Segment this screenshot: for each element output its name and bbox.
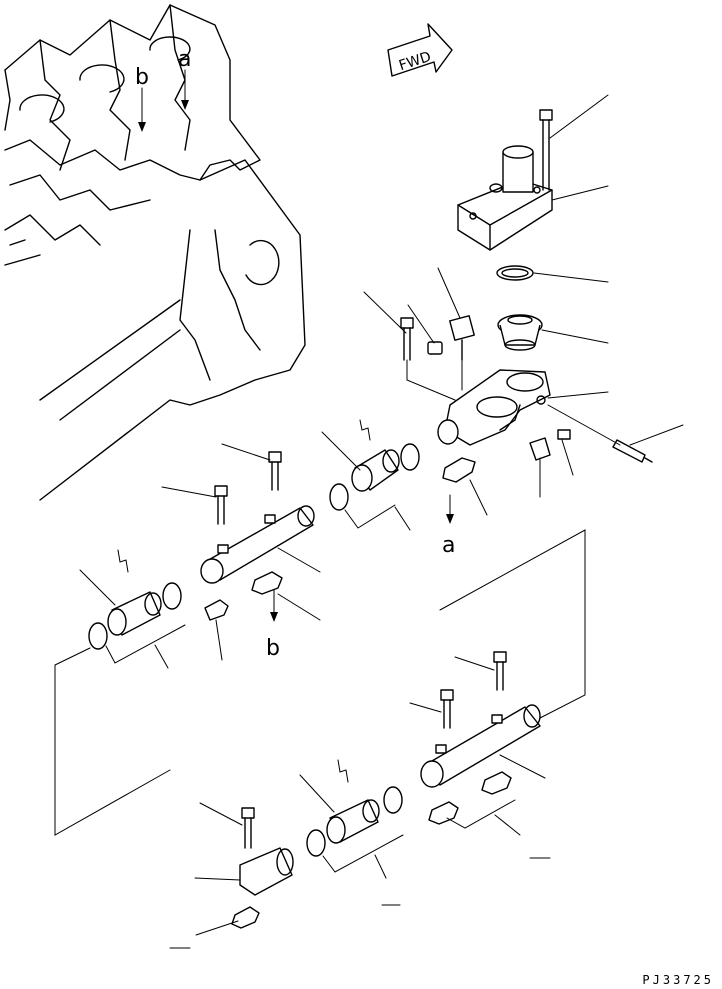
water-pipe-lower <box>420 704 541 788</box>
pipe-bolt <box>268 451 282 491</box>
elbow-pipe <box>239 847 294 896</box>
small-plug <box>557 429 571 440</box>
temperature-sensor <box>612 439 653 463</box>
o-ring <box>306 829 326 857</box>
drain-plug <box>529 437 551 461</box>
gasket <box>428 801 459 825</box>
label-a-upper: a <box>178 47 191 72</box>
o-ring <box>329 483 349 511</box>
reference-marker-a-upper: a <box>178 47 191 110</box>
cover-bolt <box>539 109 553 191</box>
thermostat-cover <box>457 145 553 251</box>
fwd-direction-arrow: FWD <box>387 23 453 77</box>
gasket <box>251 571 283 595</box>
gasket <box>481 771 512 795</box>
label-b-upper: b <box>135 65 149 90</box>
pipe-bolt <box>214 485 228 525</box>
housing-bolt <box>400 317 414 361</box>
pipe-bolt <box>493 651 507 691</box>
gasket <box>204 599 229 621</box>
label-b-lower: b <box>266 636 280 661</box>
connector-upper <box>351 449 400 492</box>
reference-marker-a-lower: a <box>442 494 455 558</box>
o-ring <box>162 582 182 610</box>
pipe-bolt <box>241 807 255 849</box>
connector-lower <box>326 799 380 844</box>
water-pipe-upper <box>200 505 315 584</box>
connector-left <box>107 591 162 636</box>
reference-marker-b-upper: b <box>135 65 149 132</box>
gasket-upper <box>442 457 476 483</box>
reference-marker-b-lower: b <box>266 589 280 661</box>
label-a-lower: a <box>442 533 455 558</box>
o-ring <box>383 786 403 814</box>
thermostat-housing <box>437 369 551 446</box>
gasket <box>231 906 260 929</box>
drawing-code: PJ33725 <box>642 973 714 987</box>
thermostat <box>497 314 543 351</box>
o-ring <box>400 443 420 471</box>
engine-block <box>4 4 306 501</box>
o-ring <box>88 622 108 650</box>
elbow-fitting <box>449 315 475 361</box>
sensor-plug <box>427 341 443 355</box>
pipe-bolt <box>440 689 454 729</box>
